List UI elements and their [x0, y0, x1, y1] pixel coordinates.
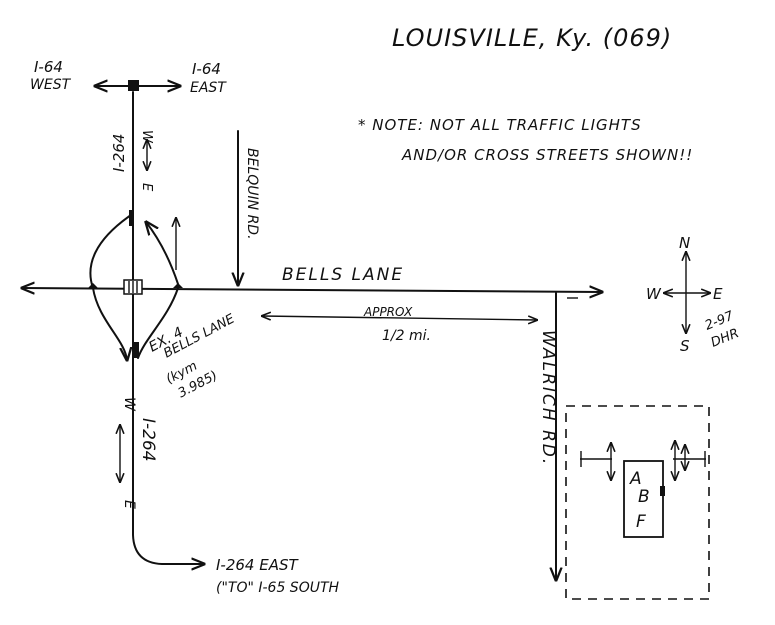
- walrich-rd-label: WALRICH RD.: [538, 330, 558, 466]
- i64-west-sub: WEST: [30, 77, 72, 93]
- compass-north: N: [679, 234, 690, 252]
- i264-road: [132, 91, 204, 564]
- ramp-northwest: [89, 214, 132, 289]
- exit-label: EX. 4 BELLS LANE (kym 3.985): [146, 311, 238, 401]
- destination-building: [623, 460, 664, 538]
- bells-lane-label: BELLS LANE: [282, 265, 404, 285]
- i264-north-label: I-264: [110, 134, 128, 172]
- i264-north-e: E: [139, 183, 154, 192]
- i264-south-label: I-264: [138, 418, 158, 462]
- building-door-b: B: [638, 487, 650, 507]
- left-signal-mark: [88, 283, 98, 288]
- i64-west-label: I-64: [34, 58, 63, 76]
- bells-lane-road: [22, 288, 602, 292]
- belquin-rd-label: BELQUIN RD.: [244, 148, 260, 240]
- ramp-merge-mark-south: [134, 342, 139, 358]
- building-door-f: F: [636, 512, 646, 532]
- i264-north-w: W: [139, 130, 154, 144]
- destination-lot: [565, 405, 710, 600]
- i64-east-label: I-64: [192, 60, 221, 78]
- i264-south-e: E: [121, 500, 137, 509]
- i264-east-label: I-264 EAST: [216, 556, 299, 574]
- compass-south: S: [680, 337, 690, 355]
- i264-south-w: W: [121, 397, 137, 412]
- ramp-merge-mark-north: [129, 210, 134, 226]
- ramp-northeast: [146, 222, 179, 285]
- i64-junction-marker: [128, 80, 139, 91]
- half-mile-label: 1/2 mi.: [382, 328, 431, 344]
- i64-east-sub: EAST: [190, 80, 227, 96]
- building-door-a: A: [629, 469, 642, 489]
- note-line-1: * NOTE: NOT ALL TRAFFIC LIGHTS: [358, 116, 642, 134]
- note-line-2: AND/OR CROSS STREETS SHOWN!!: [401, 146, 693, 164]
- right-signal-mark: [173, 283, 183, 288]
- i65-south-label: ("TO" I-65 SOUTH: [216, 580, 340, 596]
- building-dock-mark: [660, 486, 665, 496]
- ramp-southwest: [92, 287, 127, 360]
- compass-east: E: [713, 285, 723, 303]
- map-title: LOUISVILLE, Ky. (069): [392, 24, 672, 52]
- distance-arrow: [262, 316, 537, 320]
- compass-west: W: [646, 285, 662, 303]
